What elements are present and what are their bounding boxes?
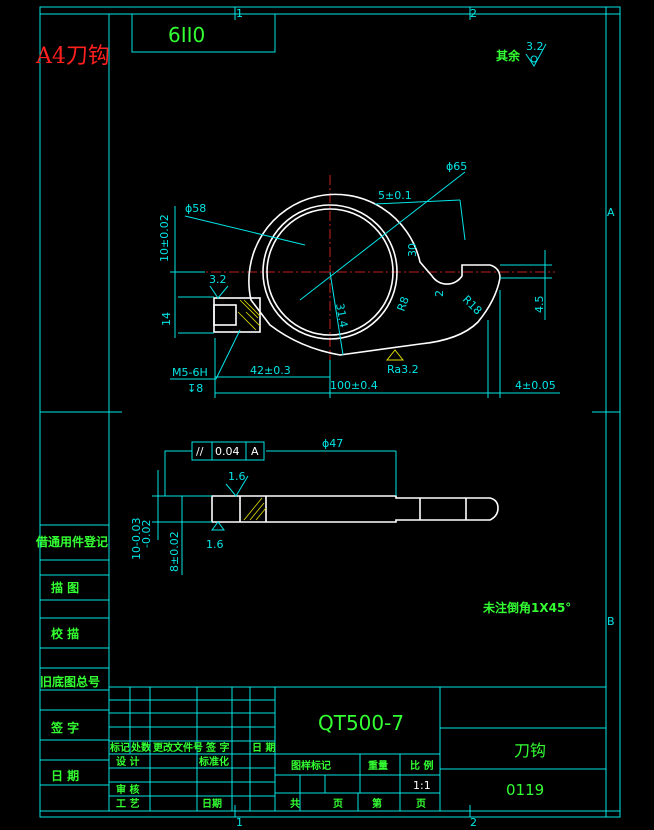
code-box bbox=[131, 14, 276, 53]
thread-depth: ↧8 bbox=[187, 382, 203, 395]
bore-inner bbox=[266, 208, 394, 336]
dim-8-02: 8±0.02 bbox=[168, 531, 181, 572]
dim-14: 14 bbox=[160, 312, 173, 326]
dim-10-02: 10±0.02 bbox=[158, 214, 171, 262]
dim-10-tol: 10-0.03 bbox=[130, 518, 143, 560]
rest-roughness-label: 其余 bbox=[496, 48, 521, 63]
dim-d58: ϕ58 bbox=[185, 202, 206, 215]
tb-date-h: 日 期 bbox=[252, 741, 275, 754]
dim-42: 42±0.3 bbox=[250, 364, 291, 377]
bore-outer bbox=[262, 204, 398, 340]
tb-sign: 签 字 bbox=[205, 741, 229, 754]
tb-scale: 比 例 bbox=[410, 759, 433, 772]
dim-2: 2 bbox=[433, 290, 446, 297]
tb-review: 审 核 bbox=[116, 783, 139, 796]
outer-frame bbox=[39, 6, 621, 818]
tb-total: 共 bbox=[290, 797, 300, 810]
dim-10-tol2: -0.02 bbox=[140, 520, 153, 548]
tb-page: 页 bbox=[416, 798, 426, 810]
zone-bottom-2: 2 bbox=[470, 816, 477, 829]
ra-3-2: Ra3.2 bbox=[387, 363, 419, 376]
thread-callout: M5-6H bbox=[172, 366, 208, 379]
hook-outline bbox=[248, 193, 501, 356]
side-row-1: 借通用件登记 bbox=[35, 534, 108, 549]
tb-doc: 更改文件号 bbox=[153, 741, 203, 754]
tol-value: 0.04 bbox=[215, 445, 240, 458]
dim-r8: R8 bbox=[395, 295, 412, 313]
dim-4-05: 4±0.05 bbox=[515, 379, 556, 392]
zone-bottom-1: 1 bbox=[236, 816, 243, 829]
side-row-5: 签 字 bbox=[50, 720, 79, 735]
tb-weight: 重量 bbox=[368, 759, 388, 772]
tb-mark: 标记 bbox=[109, 741, 130, 754]
chamfer-note: 未注倒角1X45° bbox=[482, 600, 571, 615]
dim-d47: ϕ47 bbox=[322, 437, 343, 450]
front-view-outline bbox=[211, 495, 499, 523]
dim-30: 30 bbox=[406, 243, 419, 257]
zone-side-B: B bbox=[607, 615, 615, 628]
dim-d65: ϕ65 bbox=[446, 160, 467, 173]
zone-top-2: 2 bbox=[470, 7, 477, 20]
dim-3-2: 3.2 bbox=[209, 273, 227, 286]
tb-date: 日期 bbox=[202, 797, 222, 810]
zone-top-1: 1 bbox=[236, 7, 243, 20]
side-row-2: 描 图 bbox=[51, 580, 79, 595]
top-code: 6II0 bbox=[168, 23, 205, 47]
dim-4-5: 4.5 bbox=[533, 296, 546, 314]
tol-datum: A bbox=[251, 445, 259, 458]
part-name: 刀钩 bbox=[514, 741, 546, 760]
tb-stage-mark: 图样标记 bbox=[291, 759, 331, 772]
dim-100: 100±0.4 bbox=[330, 379, 378, 392]
paper-stamp: A4刀钩 bbox=[35, 44, 110, 69]
dim-5-01: 5±0.1 bbox=[378, 189, 412, 202]
tb-process: 工 艺 bbox=[116, 797, 139, 810]
tb-count: 处数 bbox=[130, 741, 152, 754]
side-row-3: 校 描 bbox=[51, 626, 79, 641]
rough-1-6-bot: 1.6 bbox=[206, 538, 224, 551]
roughness-symbol bbox=[525, 43, 547, 67]
dim-31-4: 31.4 bbox=[333, 302, 350, 328]
material: QT500-7 bbox=[318, 711, 404, 735]
tb-sheet-no: 第 bbox=[372, 797, 382, 810]
tb-standard: 标准化 bbox=[198, 755, 229, 768]
inner-frame bbox=[108, 13, 607, 812]
tol-symbol: // bbox=[196, 445, 204, 458]
drawing-number: 0119 bbox=[506, 781, 544, 799]
side-row-6: 日 期 bbox=[51, 768, 79, 783]
zone-side-A: A bbox=[607, 206, 615, 219]
tb-design: 设 计 bbox=[116, 755, 139, 768]
rest-roughness-value: 3.2 bbox=[526, 40, 544, 53]
rough-1-6-top: 1.6 bbox=[228, 470, 246, 483]
tb-scale-value: 1:1 bbox=[413, 779, 431, 792]
dim-r18: R18 bbox=[460, 293, 484, 317]
tb-sheets: 页 bbox=[333, 798, 343, 810]
side-row-4: 旧底图总号 bbox=[40, 674, 100, 689]
